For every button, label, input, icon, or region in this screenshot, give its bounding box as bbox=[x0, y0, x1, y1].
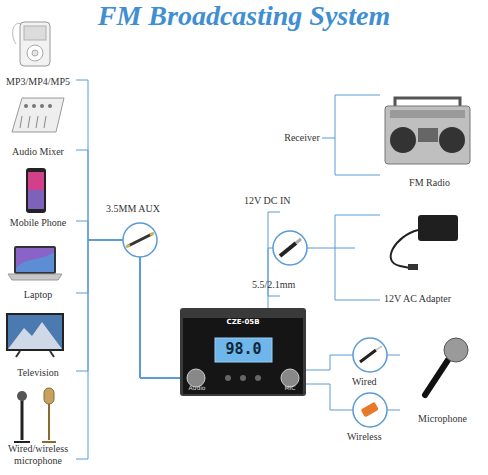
mic-handle bbox=[425, 360, 448, 395]
connector-label: Wireless bbox=[347, 431, 382, 443]
laptop-base bbox=[8, 274, 62, 280]
mp3-player bbox=[20, 22, 50, 66]
node-caption: Wired/wireless microphone bbox=[0, 443, 76, 467]
wireless-mic-head bbox=[44, 388, 54, 404]
node-caption: 12V AC Adapter bbox=[384, 293, 451, 305]
device-node: Microphone bbox=[400, 330, 485, 425]
connector-line bbox=[76, 150, 180, 378]
panel-label: 98.0 bbox=[215, 341, 272, 358]
wired-mic-handle bbox=[21, 400, 24, 440]
mp3-button bbox=[32, 50, 38, 56]
device-node: MP3/MP4/MP5 bbox=[0, 22, 76, 88]
laptop bbox=[14, 246, 56, 274]
phone-screen-shade bbox=[28, 190, 44, 209]
mobile-phone bbox=[26, 168, 46, 213]
mp3-screen bbox=[24, 26, 46, 40]
node-caption: Mobile Phone bbox=[10, 217, 66, 229]
laptop-wallpaper bbox=[16, 252, 54, 272]
mic-head bbox=[444, 338, 468, 362]
power-adapter bbox=[418, 215, 458, 241]
dc-plug-circle bbox=[273, 231, 307, 265]
lcd-display bbox=[215, 338, 272, 362]
device-node: 12V AC Adapter bbox=[355, 205, 480, 305]
wireless-mic-stand bbox=[42, 404, 56, 442]
wired-jack bbox=[360, 350, 376, 362]
node-caption: Television bbox=[17, 367, 59, 379]
panel-label: Receiver bbox=[282, 132, 322, 144]
mixer-knob bbox=[32, 104, 36, 108]
phone-screen bbox=[28, 172, 44, 209]
radio-speaker bbox=[390, 127, 416, 153]
mixer-knob bbox=[48, 104, 52, 108]
node-caption: Audio Mixer bbox=[12, 146, 64, 158]
receiver-bracket bbox=[322, 95, 380, 175]
panel-button bbox=[255, 375, 261, 381]
connector-line bbox=[76, 221, 180, 378]
tv-stand bbox=[16, 351, 54, 357]
mixer-knob bbox=[24, 104, 28, 108]
fm-radio bbox=[385, 106, 470, 164]
aux-cable bbox=[128, 234, 152, 246]
connector-line bbox=[76, 240, 180, 378]
mic-stand-base bbox=[14, 441, 30, 443]
laptop-screen bbox=[16, 248, 54, 272]
node-caption: Laptop bbox=[24, 289, 52, 301]
tv-mountain bbox=[8, 322, 62, 349]
panel-label: MIC bbox=[275, 384, 305, 392]
adapter-bracket bbox=[335, 215, 380, 300]
adapter-cord bbox=[391, 230, 418, 268]
node-caption: MP3/MP4/MP5 bbox=[6, 76, 70, 88]
mixer-knob bbox=[40, 104, 44, 108]
wired-mic-head bbox=[17, 391, 27, 401]
transmitter-body bbox=[180, 308, 306, 396]
adapter-plug bbox=[408, 264, 418, 270]
wireless-receiver-circle bbox=[353, 393, 387, 427]
device-node: Audio Mixer bbox=[0, 92, 76, 158]
transmitter-box: CZE-05B 98.0Audio MIC bbox=[180, 308, 306, 396]
connector-label: Wired bbox=[352, 376, 377, 388]
panel-label: CZE-05B bbox=[180, 318, 306, 327]
audio-mixer bbox=[12, 98, 64, 132]
wired-jack-tip bbox=[376, 346, 382, 350]
panel-label: FM Radio bbox=[382, 177, 477, 189]
aux-plug-tip bbox=[126, 233, 154, 247]
radio-speaker bbox=[439, 127, 465, 153]
aux-cable-circle bbox=[123, 223, 157, 257]
dc-plug bbox=[280, 243, 296, 256]
wireless-receiver bbox=[361, 402, 379, 418]
earphone-cable bbox=[13, 23, 22, 44]
device-node: Receiver FM Radio bbox=[282, 90, 482, 192]
television bbox=[6, 313, 64, 351]
device-node: Mobile Phone bbox=[0, 165, 76, 229]
connector-line bbox=[76, 240, 180, 459]
connector-note: 12V DC IN bbox=[244, 195, 290, 207]
panel-button bbox=[225, 375, 231, 381]
panel-label: Audio bbox=[182, 384, 212, 392]
wired-jack-circle bbox=[353, 338, 387, 372]
connector-note: 3.5MM AUX bbox=[106, 203, 160, 215]
diagram-title: FM Broadcasting System bbox=[0, 0, 488, 32]
node-caption: Microphone bbox=[418, 413, 467, 425]
radio-dial bbox=[390, 110, 465, 118]
mp3-wheel bbox=[27, 45, 43, 61]
tv-screen bbox=[8, 315, 62, 349]
connector-line bbox=[76, 80, 180, 378]
tape-window bbox=[418, 128, 438, 142]
connector-note: 5.5/2.1mm bbox=[252, 279, 295, 291]
device-node: Laptop bbox=[0, 245, 76, 301]
device-node: Wired/wireless microphone bbox=[0, 385, 76, 467]
dc-plug-tip bbox=[296, 239, 301, 243]
transmitter-front bbox=[183, 318, 303, 394]
device-node: Television bbox=[0, 305, 76, 379]
panel-button bbox=[240, 375, 246, 381]
connector-line bbox=[76, 240, 180, 378]
mixer-sliders bbox=[20, 116, 46, 128]
